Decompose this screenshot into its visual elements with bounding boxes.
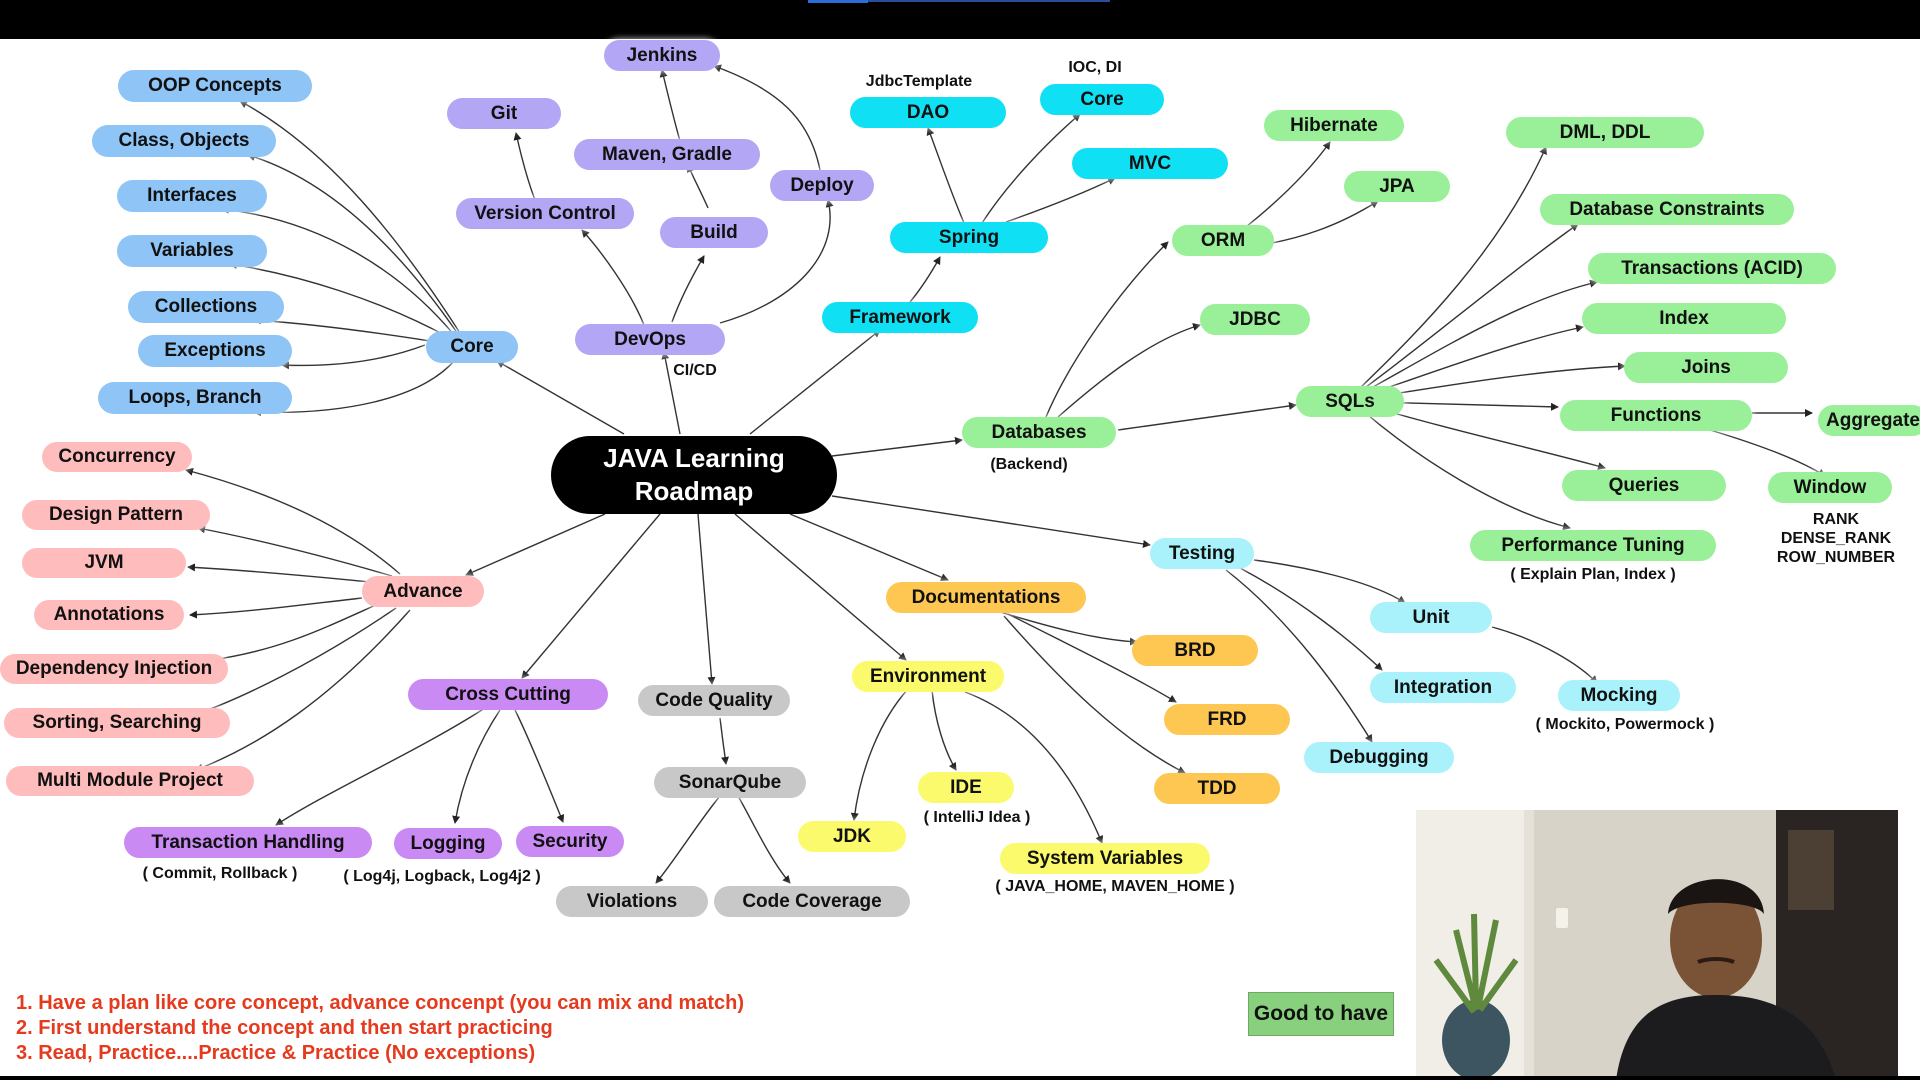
node-core: Core: [426, 331, 518, 363]
node-index: Index: [1582, 303, 1786, 334]
node-queries: Queries: [1562, 470, 1726, 501]
node-jpa: JPA: [1344, 171, 1450, 202]
node-loops-branch: Loops, Branch: [98, 382, 292, 414]
node-unit: Unit: [1370, 602, 1492, 633]
node-maven-gradle: Maven, Gradle: [574, 139, 760, 170]
node-concurrency: Concurrency: [42, 442, 192, 472]
node-dependency-injection: Dependency Injection: [0, 654, 228, 684]
node-system-variables: System Variables: [1000, 843, 1210, 874]
node-devops: DevOps: [575, 324, 725, 355]
label-java-home: ( JAVA_HOME, MAVEN_HOME ): [995, 878, 1235, 895]
node-multi-module-project: Multi Module Project: [6, 766, 254, 796]
label-explain-plan: ( Explain Plan, Index ): [1510, 566, 1676, 583]
label-rank: RANK: [1812, 511, 1860, 528]
node-collections: Collections: [128, 291, 284, 323]
node-integration: Integration: [1370, 672, 1516, 703]
node-mvc: MVC: [1072, 148, 1228, 179]
label-mockito: ( Mockito, Powermock ): [1535, 716, 1715, 733]
node-dao: DAO: [850, 97, 1006, 128]
bottom-bar: [0, 1076, 1920, 1080]
node-brd: BRD: [1132, 635, 1258, 666]
node-sqls: SQLs: [1296, 386, 1404, 417]
label-commit-rollback: ( Commit, Rollback ): [142, 865, 298, 882]
label-ioc-di: IOC, DI: [1068, 59, 1122, 76]
node-environment: Environment: [852, 661, 1004, 692]
node-joins: Joins: [1624, 352, 1788, 383]
node-spring-core: Core: [1040, 84, 1164, 115]
good-to-have-legend: Good to have: [1248, 992, 1394, 1036]
node-database-constraints: Database Constraints: [1540, 194, 1794, 225]
presenter-video: [1416, 810, 1898, 1080]
node-sonarqube: SonarQube: [654, 767, 806, 798]
node-tdd: TDD: [1154, 773, 1280, 804]
node-code-coverage: Code Coverage: [714, 886, 910, 917]
webcam-overlay: [1416, 810, 1898, 1080]
node-code-quality: Code Quality: [638, 685, 790, 716]
node-testing: Testing: [1150, 538, 1254, 569]
node-logging: Logging: [394, 828, 502, 859]
node-class-objects: Class, Objects: [92, 125, 276, 157]
node-build: Build: [660, 217, 768, 248]
title-line-2: Roadmap: [634, 476, 754, 506]
node-violations: Violations: [556, 886, 708, 917]
node-dml-ddl: DML, DDL: [1506, 117, 1704, 148]
node-framework: Framework: [822, 302, 978, 333]
node-jvm: JVM: [22, 548, 186, 578]
label-log4j: ( Log4j, Logback, Log4j2 ): [343, 868, 541, 885]
label-jdbc-template: JdbcTemplate: [865, 73, 973, 90]
progress-track: [868, 0, 1110, 2]
node-annotations: Annotations: [34, 600, 184, 630]
node-functions: Functions: [1560, 400, 1752, 431]
node-databases: Databases: [962, 417, 1116, 448]
progress-indicator: [808, 0, 868, 3]
node-variables: Variables: [117, 235, 267, 267]
node-hibernate: Hibernate: [1264, 110, 1404, 141]
node-spring: Spring: [890, 222, 1048, 253]
label-intellij: ( IntelliJ Idea ): [923, 809, 1031, 826]
node-performance-tuning: Performance Tuning: [1470, 530, 1716, 561]
node-aggregate: Aggregate: [1818, 405, 1920, 436]
node-security: Security: [516, 826, 624, 857]
tip-3: 3. Read, Practice....Practice & Practice…: [16, 1042, 536, 1064]
node-git: Git: [447, 98, 561, 129]
tips-list: 1. Have a plan like core concept, advanc…: [16, 991, 744, 1066]
label-dense-rank: DENSE_RANK: [1780, 530, 1892, 547]
tip-1: 1. Have a plan like core concept, advanc…: [16, 992, 745, 1014]
node-deploy: Deploy: [770, 170, 874, 201]
tip-2: 2. First understand the concept and then…: [16, 1017, 553, 1039]
node-jdk: JDK: [798, 821, 906, 852]
node-mocking: Mocking: [1558, 680, 1680, 711]
node-exceptions: Exceptions: [138, 335, 292, 367]
node-transaction-handling: Transaction Handling: [124, 827, 372, 858]
node-version-control: Version Control: [456, 198, 634, 229]
label-ci-cd: CI/CD: [673, 362, 717, 379]
label-row-number: ROW_NUMBER: [1776, 549, 1896, 566]
node-jdbc: JDBC: [1200, 304, 1310, 335]
node-advance: Advance: [362, 576, 484, 607]
node-interfaces: Interfaces: [117, 180, 267, 212]
node-orm: ORM: [1172, 225, 1274, 256]
node-frd: FRD: [1164, 704, 1290, 735]
node-oop-concepts: OOP Concepts: [118, 70, 312, 102]
node-transactions: Transactions (ACID): [1588, 253, 1836, 284]
node-jenkins: Jenkins: [604, 40, 720, 71]
node-ide: IDE: [918, 772, 1014, 803]
label-window-functions: RANK DENSE_RANK ROW_NUMBER: [1766, 510, 1906, 567]
node-documentations: Documentations: [886, 582, 1086, 613]
roadmap-title: JAVA Learning Roadmap: [551, 436, 837, 514]
node-design-pattern: Design Pattern: [22, 500, 210, 530]
node-window: Window: [1768, 472, 1892, 503]
node-sorting-searching: Sorting, Searching: [4, 708, 230, 738]
title-line-1: JAVA Learning: [603, 443, 785, 473]
node-debugging: Debugging: [1304, 742, 1454, 773]
top-bar: [0, 0, 1920, 39]
node-cross-cutting: Cross Cutting: [408, 679, 608, 710]
label-backend: (Backend): [990, 456, 1068, 473]
